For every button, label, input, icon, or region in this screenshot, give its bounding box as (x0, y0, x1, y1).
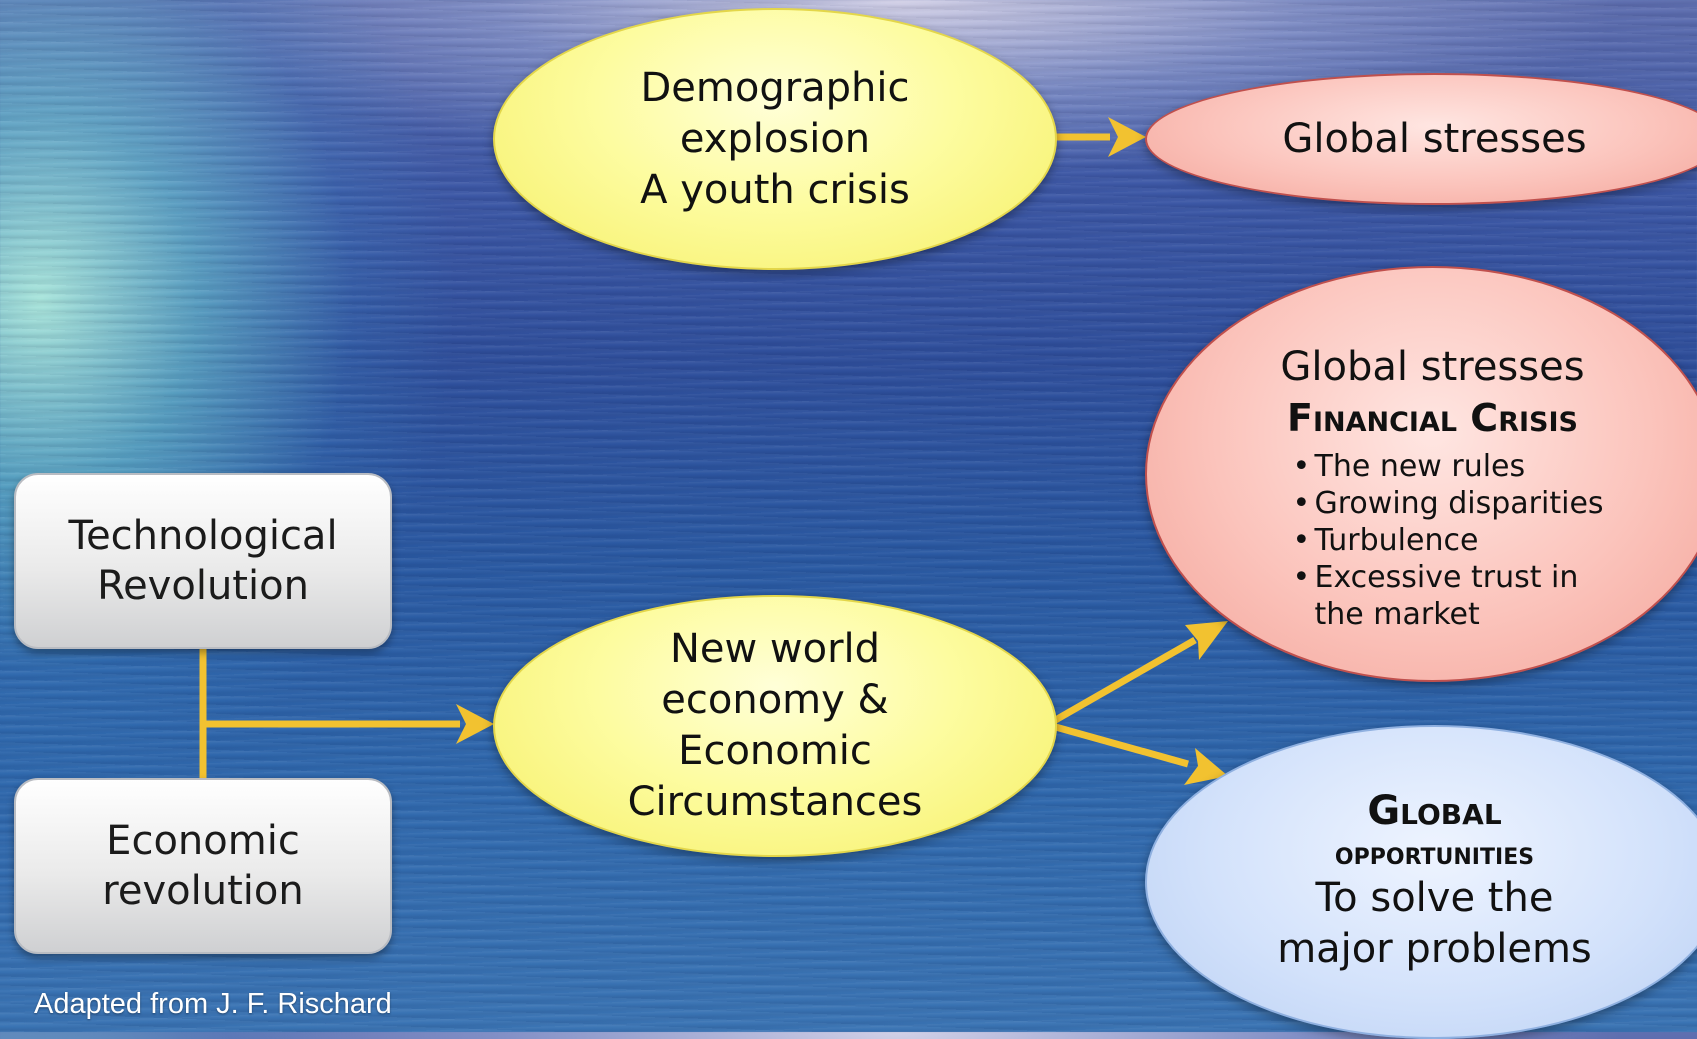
global-stresses-label: Global stresses (1282, 115, 1587, 162)
demographic-explosion-ellipse: Demographic explosion A youth crisis (493, 8, 1057, 270)
arrowhead-financial-crisis (1185, 621, 1228, 660)
financial-bullet: Growing disparities (1293, 485, 1613, 522)
new-world-line-3: Economic (678, 728, 872, 774)
financial-subheading: Financial Crisis (1287, 396, 1578, 440)
financial-heading: Global stresses (1280, 344, 1585, 390)
arrowhead-global-stresses (1108, 117, 1146, 157)
financial-bullet: Excessive trust in the market (1293, 559, 1613, 633)
opportunities-heading-2: opportunities (1334, 834, 1535, 872)
new-world-line-1: New world (669, 626, 881, 672)
financial-bullet: The new rules (1293, 448, 1613, 485)
financial-bullet-list: The new rules Growing disparities Turbul… (1293, 448, 1613, 633)
opportunities-heading-1: Global (1367, 788, 1502, 834)
demographic-line-3: A youth crisis (640, 166, 910, 213)
opportunities-body-line-2: major problems (1277, 926, 1592, 972)
econ-box-line-1: Economic (106, 818, 300, 864)
source-credit: Adapted from J. F. Rischard (34, 988, 392, 1020)
arrowhead-new-world (456, 704, 494, 744)
new-world-line-2: economy & (661, 677, 889, 723)
financial-crisis-ellipse: Global stresses Financial Crisis The new… (1145, 266, 1697, 682)
technological-revolution-box: Technological Revolution (14, 473, 392, 649)
global-stresses-ellipse: Global stresses (1145, 73, 1697, 205)
financial-bullet: Turbulence (1293, 522, 1613, 559)
economic-revolution-box: Economic revolution (14, 778, 392, 954)
global-opportunities-ellipse: Global opportunities To solve the major … (1145, 725, 1697, 1039)
tech-box-line-2: Revolution (97, 563, 309, 609)
new-world-line-4: Circumstances (627, 779, 923, 825)
demographic-line-1: Demographic (640, 64, 910, 111)
econ-box-line-2: revolution (102, 868, 304, 914)
to-financial-crisis-line (1050, 636, 1197, 726)
opportunities-body-line-1: To solve the (1315, 875, 1554, 921)
demographic-line-2: explosion (679, 115, 871, 162)
new-world-economy-ellipse: New world economy & Economic Circumstanc… (493, 595, 1057, 857)
tech-box-line-1: Technological (68, 513, 338, 559)
to-opportunities-line (1051, 722, 1189, 768)
arrowhead-opportunities (1184, 748, 1228, 785)
